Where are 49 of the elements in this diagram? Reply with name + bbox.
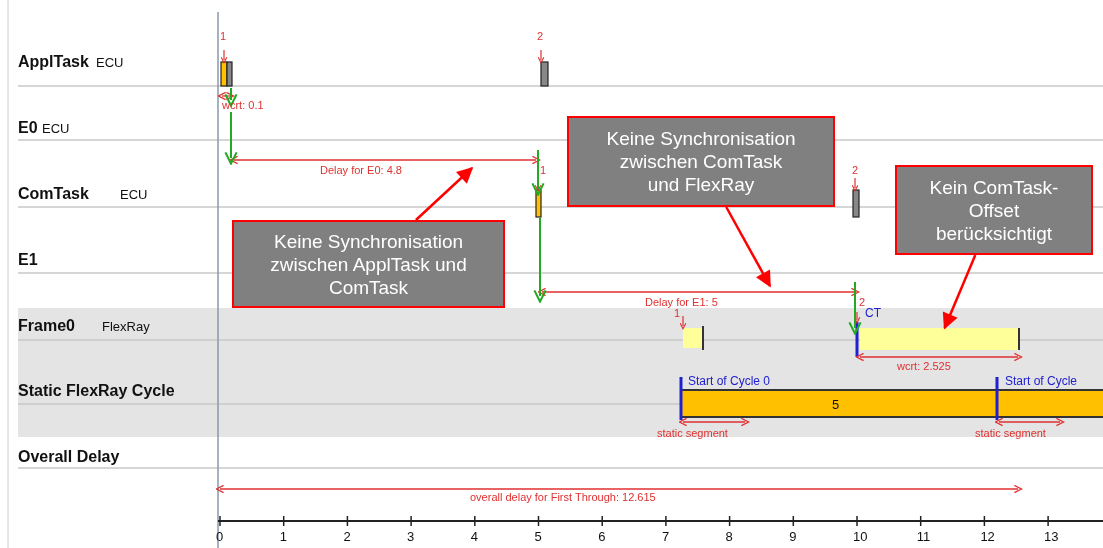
row-label: E0 xyxy=(18,120,38,136)
tick-label: 13 xyxy=(1044,530,1059,543)
tick-label: 1 xyxy=(279,530,287,543)
tick-label: 9 xyxy=(789,530,797,543)
measurement-label: Delay for E1: 5 xyxy=(645,297,718,308)
tick-label: 10 xyxy=(853,530,868,543)
measurement-label: overall delay for First Through: 12.615 xyxy=(470,492,656,503)
resource-label: ECU xyxy=(42,122,70,135)
resource-label: ECU xyxy=(96,56,124,69)
tick-label: 7 xyxy=(661,530,670,543)
tick-label: 0 xyxy=(216,530,224,543)
callout-box: Keine Synchronisation zwischen ApplTask und ComTask xyxy=(232,220,505,308)
measurement-label: Delay for E0: 4.8 xyxy=(320,165,402,176)
measurement-label: 2 xyxy=(537,31,544,42)
frame-bar xyxy=(860,328,1020,350)
tick-label: 11 xyxy=(916,530,931,543)
measurement-label: 1 xyxy=(540,165,547,176)
measurement-label: static segment xyxy=(657,428,728,439)
row-label: Frame0 xyxy=(18,318,75,334)
measurement-label: 1 xyxy=(220,31,227,42)
tick-label: 12 xyxy=(980,530,995,543)
marker-label: Start of Cycle xyxy=(1005,375,1078,387)
tick-label: 2 xyxy=(343,530,351,543)
callout-arrow xyxy=(415,166,474,221)
measurement-label: static segment xyxy=(975,428,1046,439)
row-label: ApplTask xyxy=(18,54,89,70)
bar-value: 5 xyxy=(832,398,840,411)
tick-label: 6 xyxy=(598,530,606,543)
marker-label: Start of Cycle 0 xyxy=(688,375,771,387)
tick-label: 4 xyxy=(470,530,479,543)
measurement-label: 2 xyxy=(859,297,866,308)
row-label: Overall Delay xyxy=(18,449,120,465)
tick-label: 5 xyxy=(534,530,542,543)
row-label: ComTask xyxy=(18,186,89,202)
measurement-label: 1 xyxy=(674,308,681,319)
callout-arrow xyxy=(942,254,977,330)
row-label: E1 xyxy=(18,252,38,268)
resource-label: FlexRay xyxy=(102,320,150,333)
callout-box: Keine Synchronisation zwischen ComTask und FlexRay xyxy=(567,116,835,207)
measurement-label: wcrt: 0.1 xyxy=(222,100,264,111)
callout-arrow xyxy=(725,206,772,288)
resource-label: ECU xyxy=(120,188,148,201)
marker-label: CT xyxy=(865,307,881,319)
callout-box: Kein ComTask-Offset berücksichtigt xyxy=(895,165,1093,255)
measurement-label: wcrt: 2.525 xyxy=(897,361,951,372)
row-label: Static FlexRay Cycle xyxy=(18,383,175,399)
tick-label: 3 xyxy=(407,530,415,543)
tick-label: 8 xyxy=(725,530,733,543)
measurement-label: 2 xyxy=(852,165,859,176)
